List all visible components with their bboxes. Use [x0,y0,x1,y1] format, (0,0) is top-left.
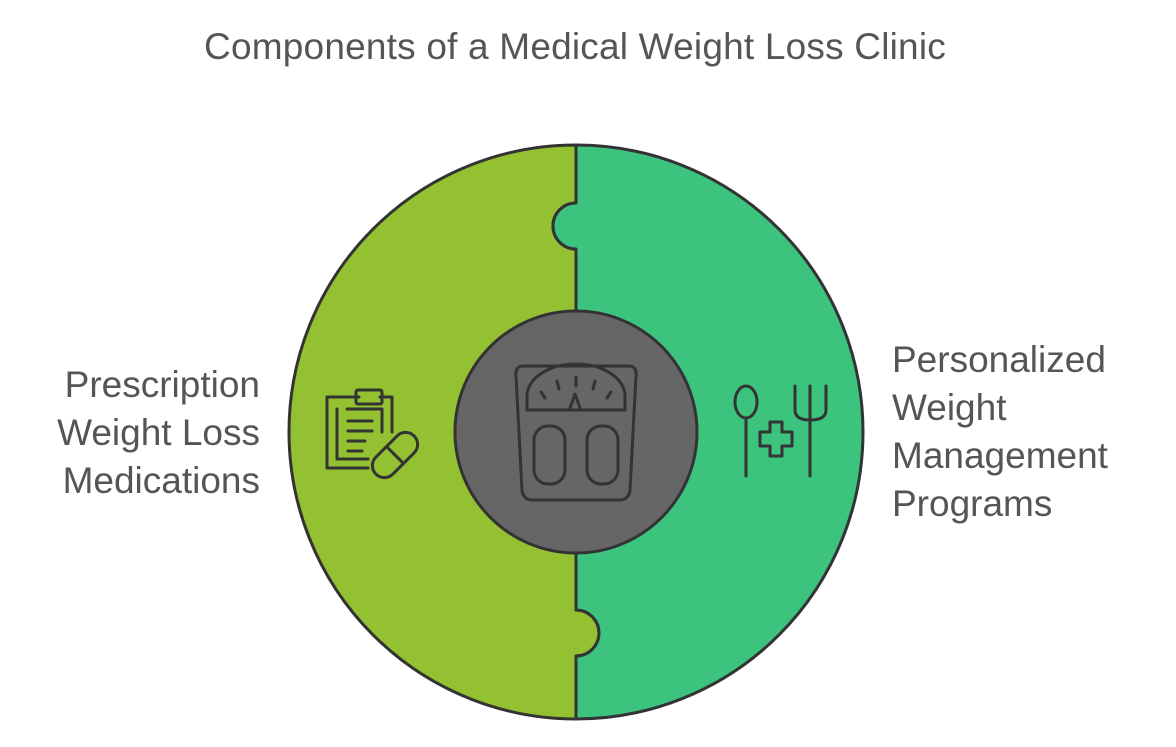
spoon-fork-medical-cross-icon [733,384,828,478]
right-puzzle-half [551,143,865,721]
right-label-line: Personalized [892,339,1106,380]
left-component-label: Prescription Weight Loss Medications [20,361,260,505]
bathroom-scale-icon [514,362,638,502]
diagram-title: Components of a Medical Weight Loss Clin… [204,26,946,67]
left-label-line: Medications [62,460,260,501]
clipboard-pill-icon [325,388,420,480]
right-component-label: Personalized Weight Management Programs [892,336,1162,528]
right-label-line: Management [892,435,1108,476]
right-label-line: Weight [892,387,1007,428]
left-label-line: Prescription [64,364,260,405]
left-label-line: Weight Loss [57,412,260,453]
right-label-line: Programs [892,483,1053,524]
center-circle [453,309,699,555]
